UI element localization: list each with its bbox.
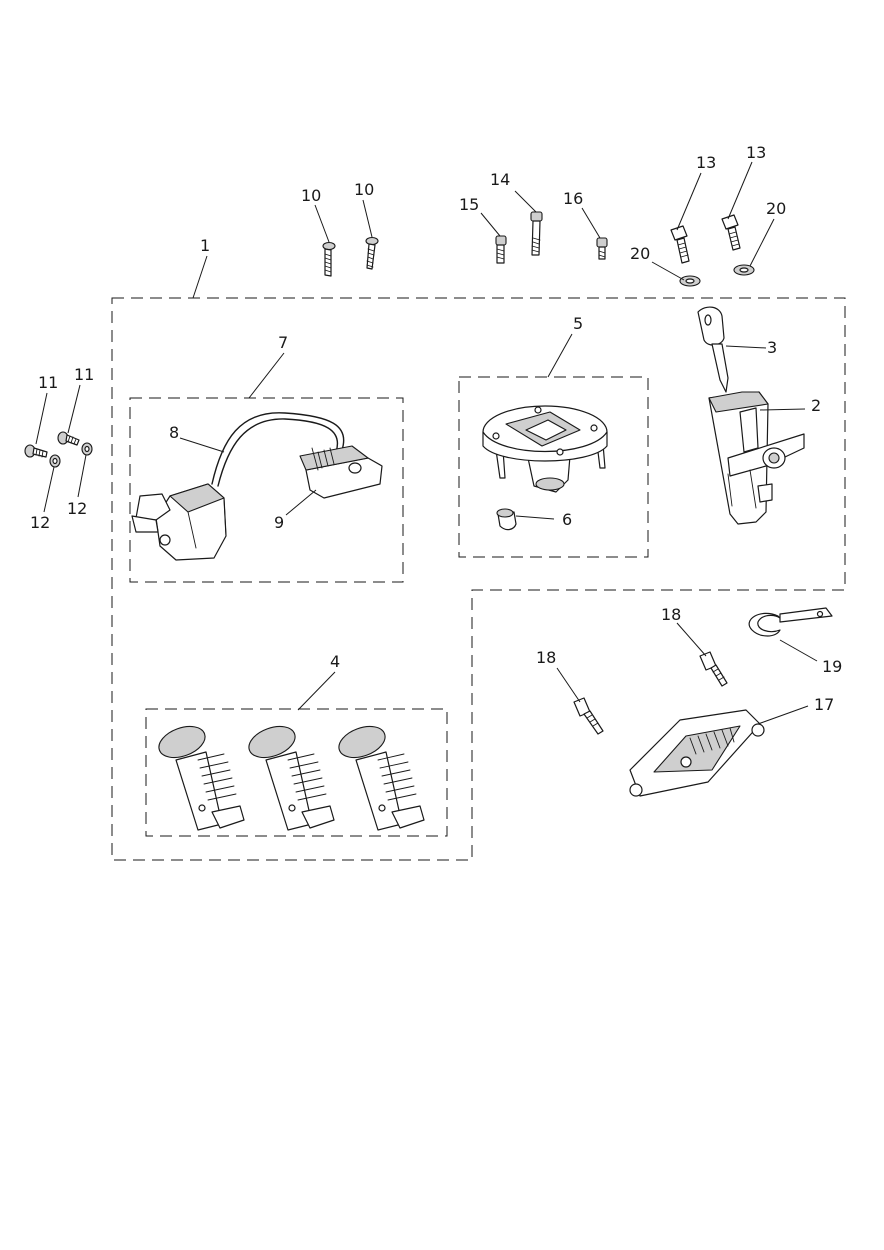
callout-18-left: 18 — [536, 648, 556, 667]
ignition-key — [697, 306, 729, 393]
washer-12-left — [49, 454, 61, 468]
callout-5: 5 — [573, 314, 583, 333]
kit-4-outline — [145, 708, 448, 837]
lock-barrel-1 — [158, 725, 245, 831]
bolt-13-right — [721, 214, 741, 251]
callout-2: 2 — [811, 396, 821, 415]
bolt-18-right — [699, 651, 728, 687]
washer-12-right — [81, 442, 93, 456]
callout-13-right: 13 — [746, 143, 766, 162]
bolt-15 — [495, 235, 507, 264]
lock-barrel-2 — [248, 725, 335, 831]
callout-11-left: 11 — [38, 373, 58, 392]
callout-1: 1 — [200, 236, 210, 255]
washer-20-left — [679, 275, 701, 287]
bolt-16 — [596, 237, 608, 260]
bolt-18-left — [573, 697, 604, 735]
callout-20-left: 20 — [630, 244, 650, 263]
callout-3: 3 — [767, 338, 777, 357]
kit-1-outline — [111, 297, 846, 861]
clip-19 — [748, 607, 833, 637]
callout-4: 4 — [330, 652, 340, 671]
callout-7: 7 — [278, 333, 288, 352]
callout-labels: 1 2 3 4 5 6 7 8 9 10 10 11 11 12 12 13 1… — [30, 143, 842, 714]
kit-7-outline — [129, 397, 404, 583]
callout-12-right: 12 — [67, 499, 87, 518]
callout-12-left: 12 — [30, 513, 50, 532]
callout-14: 14 — [490, 170, 510, 189]
callout-10-right: 10 — [354, 180, 374, 199]
kit-5-outline — [458, 376, 649, 558]
fuel-cap-assembly — [482, 405, 608, 531]
callout-10-left: 10 — [301, 186, 321, 205]
leader-lines — [35, 161, 818, 725]
callout-20-right: 20 — [766, 199, 786, 218]
callout-15: 15 — [459, 195, 479, 214]
lock-barrel-3 — [338, 725, 425, 831]
bolt-13-left — [670, 225, 690, 264]
callout-13-left: 13 — [696, 153, 716, 172]
screw-10-right — [365, 236, 379, 270]
screw-11-left — [24, 444, 48, 458]
screw-11-right — [57, 431, 80, 446]
washer-20-right — [733, 264, 755, 276]
callout-11-right: 11 — [74, 365, 94, 384]
callout-18-right: 18 — [661, 605, 681, 624]
callout-9: 9 — [274, 513, 284, 532]
seat-lock-assembly — [131, 412, 383, 561]
module-17 — [629, 709, 765, 797]
callout-6: 6 — [562, 510, 572, 529]
callout-8: 8 — [169, 423, 179, 442]
callout-19: 19 — [822, 657, 842, 676]
ignition-switch — [708, 391, 805, 525]
callout-16: 16 — [563, 189, 583, 208]
bolt-14 — [530, 211, 543, 256]
screw-10-left — [322, 241, 336, 277]
callout-17: 17 — [814, 695, 834, 714]
